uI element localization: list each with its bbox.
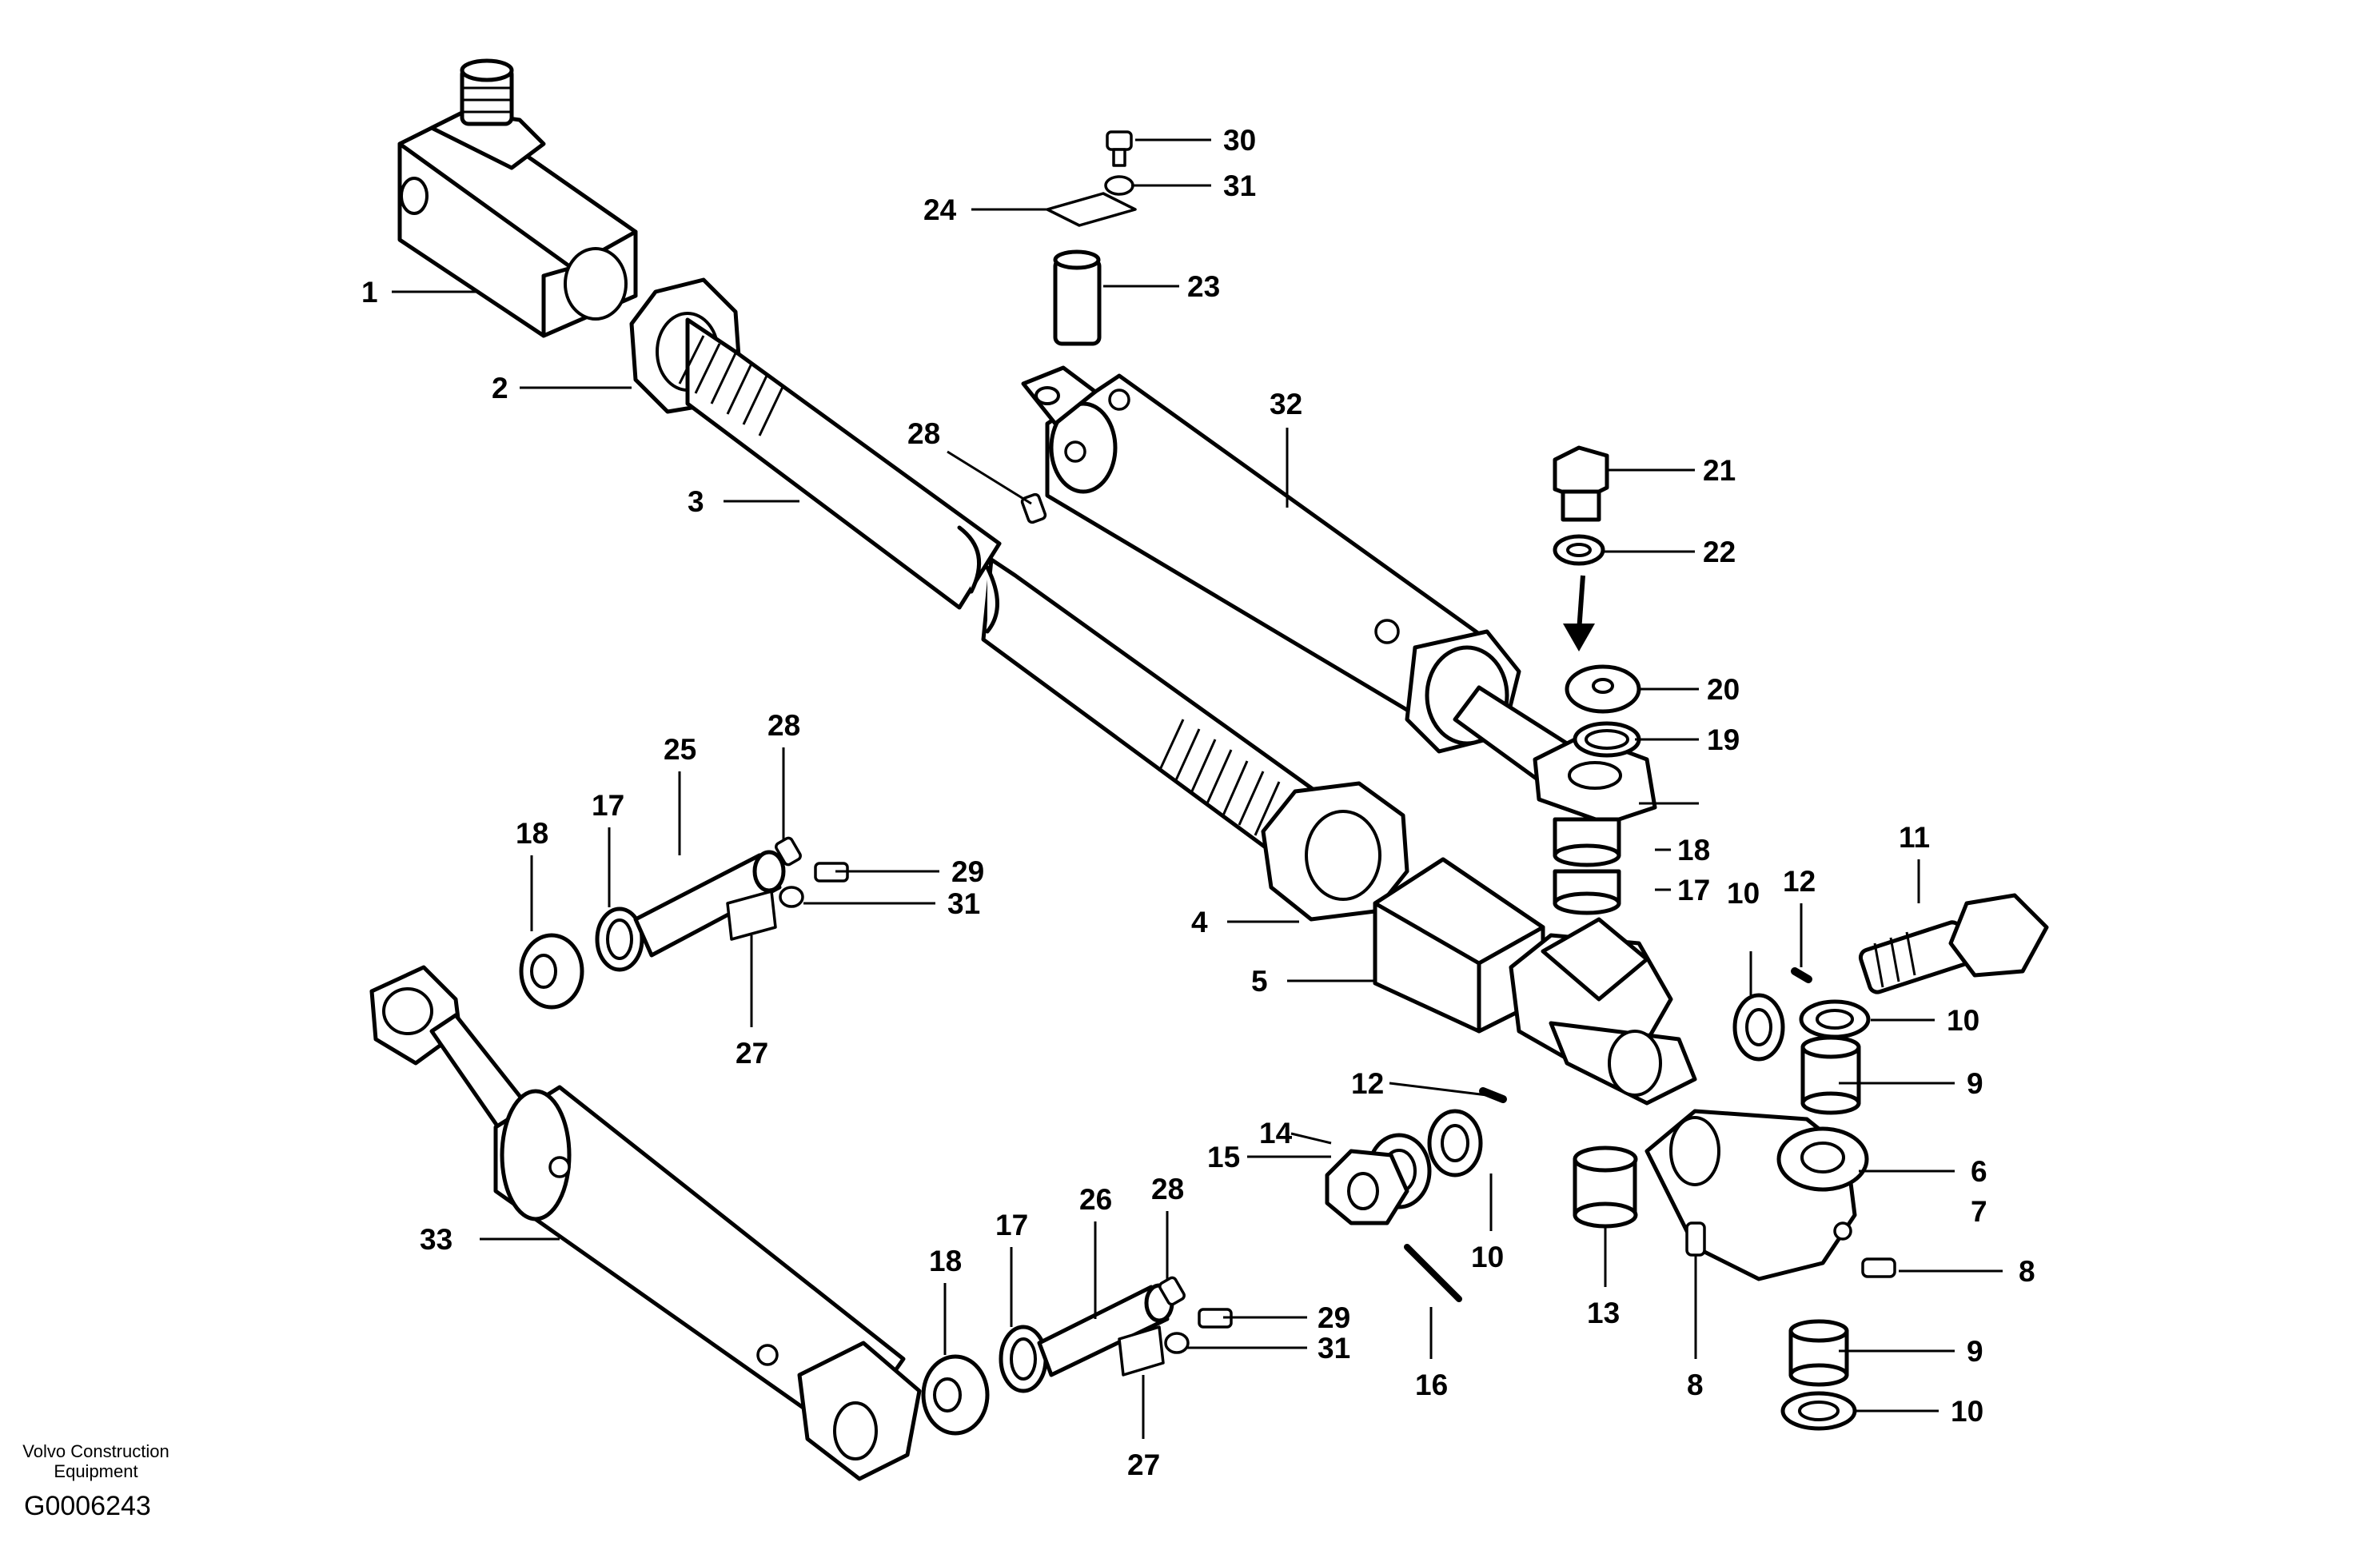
part-28-grease-nipple-top [1020,492,1047,524]
callout-18-right: 18 [1677,834,1710,867]
assembly-direction-arrow [1563,575,1595,651]
part-20-cap [1565,664,1641,714]
thread-lines-lower [1158,719,1281,836]
part-21-bolt [1553,445,1609,522]
part-33-hydraulic-cylinder [369,965,922,1481]
part-16-cotter-pin [1404,1244,1462,1302]
callout-31-lower: 31 [1318,1332,1350,1365]
callout-7: 7 [1971,1195,1987,1228]
callout-31-top: 31 [1223,169,1256,202]
callout-17-lower-left: 17 [995,1209,1028,1241]
part-28-grease-nipple-left-lower [1158,1276,1186,1306]
callout-5: 5 [1251,965,1268,998]
callout-19: 19 [1707,723,1740,756]
callout-3: 3 [688,485,704,518]
part-28-grease-nipple-left-upper [775,836,802,867]
callout-10-d: 10 [1471,1241,1504,1273]
part-10-washer-d [1427,1109,1483,1177]
callout-17-right: 17 [1677,874,1710,907]
part-15-castle-nut [1325,1149,1409,1225]
thread-lines-upper [678,335,785,436]
part-10-washer-a [1732,993,1785,1062]
part-30-screw [1106,130,1133,167]
callout-27-upper: 27 [736,1037,768,1070]
part-10-washer-b [1799,999,1871,1039]
part-23-pin [1053,249,1102,346]
callout-29-lower: 29 [1318,1301,1350,1334]
callout-13: 13 [1587,1297,1620,1329]
part-25-pin [633,850,786,958]
part-27-lock-plate-upper [726,890,777,941]
part-4-hex-nut [1261,781,1409,922]
callout-1: 1 [361,276,378,309]
callout-16: 16 [1415,1369,1448,1401]
callout-24: 24 [923,193,957,226]
part-3-threaded-tube [678,317,1330,866]
caption-figure-id: G0006243 [24,1491,151,1521]
callout-31-upper: 31 [947,887,980,920]
callout-8-lower: 8 [1687,1369,1704,1401]
callout-30: 30 [1223,124,1256,157]
part-24-lock-plate [1046,192,1137,227]
callout-11: 11 [1899,821,1930,854]
part-19-circlip [1573,721,1641,758]
callout-29-upper: 29 [951,855,984,888]
callout-28-top: 28 [907,417,940,450]
callout-17-upper-left: 17 [592,789,624,822]
callout-33: 33 [420,1223,452,1256]
part-32-hydraulic-cylinder [1021,365,1569,786]
callout-4: 4 [1191,906,1208,938]
part-27-lock-plate-lower [1118,1325,1165,1377]
part-18-bearing-left-lower [921,1354,990,1436]
caption-company-line2: Equipment [54,1461,138,1481]
part-9-bushing-a [1800,1035,1861,1115]
callout-15: 15 [1207,1141,1240,1173]
callout-28-lower-left: 28 [1151,1173,1184,1205]
callout-32: 32 [1270,388,1302,420]
callout-labels: 1 2 3 4 5 6 7 8 8 9 9 10 10 10 10 11 12 … [361,124,2035,1481]
callout-12-left: 12 [1351,1067,1384,1100]
callout-27-lower: 27 [1127,1448,1160,1481]
part-31-washer-top [1104,175,1134,196]
callout-12-right: 12 [1783,865,1816,898]
part-12-pin-left [1479,1087,1507,1103]
callout-23: 23 [1187,270,1220,303]
callout-9-lower: 9 [1967,1335,1983,1368]
part-11-bolt [1858,893,2049,994]
callout-21: 21 [1703,454,1736,487]
part-22-washer [1553,534,1605,566]
callout-20: 20 [1707,673,1740,706]
callout-18-upper-left: 18 [516,817,548,850]
part-18-rod-eye [1533,733,1657,915]
callout-10-a: 10 [1727,877,1760,910]
callout-8-right: 8 [2019,1255,2035,1288]
part-1-swivel-block [397,58,638,338]
callout-18-lower-left: 18 [929,1245,962,1277]
callout-22: 22 [1703,536,1736,568]
callout-25: 25 [664,733,696,766]
part-10-washer-c [1780,1391,1857,1431]
part-18-bearing-left-upper [519,933,584,1010]
callout-10-b: 10 [1947,1004,1979,1037]
part-8-grease-nipple-b [1861,1257,1896,1278]
part-12-pin-right [1791,967,1812,983]
callout-6: 6 [1971,1155,1987,1188]
leader-lines [392,138,2003,1439]
figure-caption: Volvo Construction Equipment G0006243 [22,1441,169,1521]
part-13-bushing [1573,1146,1638,1229]
part-8-grease-nipple-a [1685,1221,1706,1257]
part-9-bushing-b [1788,1319,1849,1387]
part-17-circlip-left-lower [999,1325,1048,1393]
callout-28-upper-left: 28 [767,709,800,742]
caption-company-line1: Volvo Construction [22,1441,169,1461]
callout-2: 2 [492,372,508,404]
part-31-washer-lower [1164,1332,1190,1354]
callout-26: 26 [1079,1183,1112,1216]
part-31-washer-upper [779,886,804,908]
callout-14: 14 [1259,1117,1293,1150]
part-17-circlip-left-upper [595,907,644,972]
callout-10-c: 10 [1951,1395,1983,1428]
callout-9-upper: 9 [1967,1067,1983,1100]
